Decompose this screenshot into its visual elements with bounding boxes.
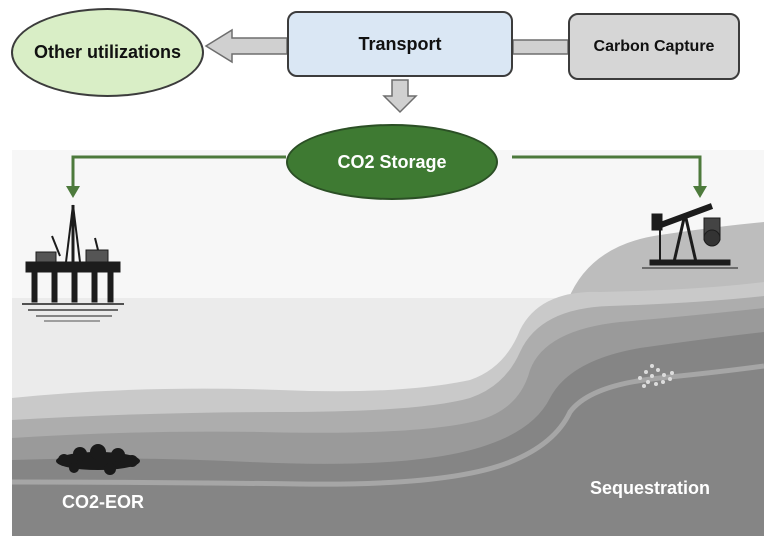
transport-to-storage-arrow <box>382 79 418 114</box>
offshore-oil-rig-icon <box>22 204 124 322</box>
transport-node: Transport <box>287 11 513 77</box>
oil-reservoir-icon <box>56 444 140 475</box>
co2-storage-node: CO2 Storage <box>286 124 498 200</box>
carbon-capture-label: Carbon Capture <box>593 37 715 55</box>
other-utilizations-node: Other utilizations <box>11 8 204 97</box>
co2-eor-label: CO2-EOR <box>62 492 145 512</box>
carbon-to-transport-arrow <box>512 39 569 55</box>
transport-to-other-arrow <box>204 28 288 64</box>
sequestration-label: Sequestration <box>590 478 711 498</box>
co2-storage-label: CO2 Storage <box>337 151 447 172</box>
storage-to-sequestration-arrowhead <box>693 186 707 198</box>
pumpjack-icon <box>642 203 738 269</box>
transport-label: Transport <box>358 33 442 54</box>
storage-to-sequestration-arrow <box>512 155 702 188</box>
aquifer-line <box>11 363 764 487</box>
co2-plume-icon <box>638 364 674 388</box>
other-utilizations-label: Other utilizations <box>33 42 181 62</box>
storage-to-eor-arrowhead <box>66 186 80 198</box>
carbon-capture-node: Carbon Capture <box>568 13 740 80</box>
storage-to-eor-arrow <box>71 155 286 188</box>
